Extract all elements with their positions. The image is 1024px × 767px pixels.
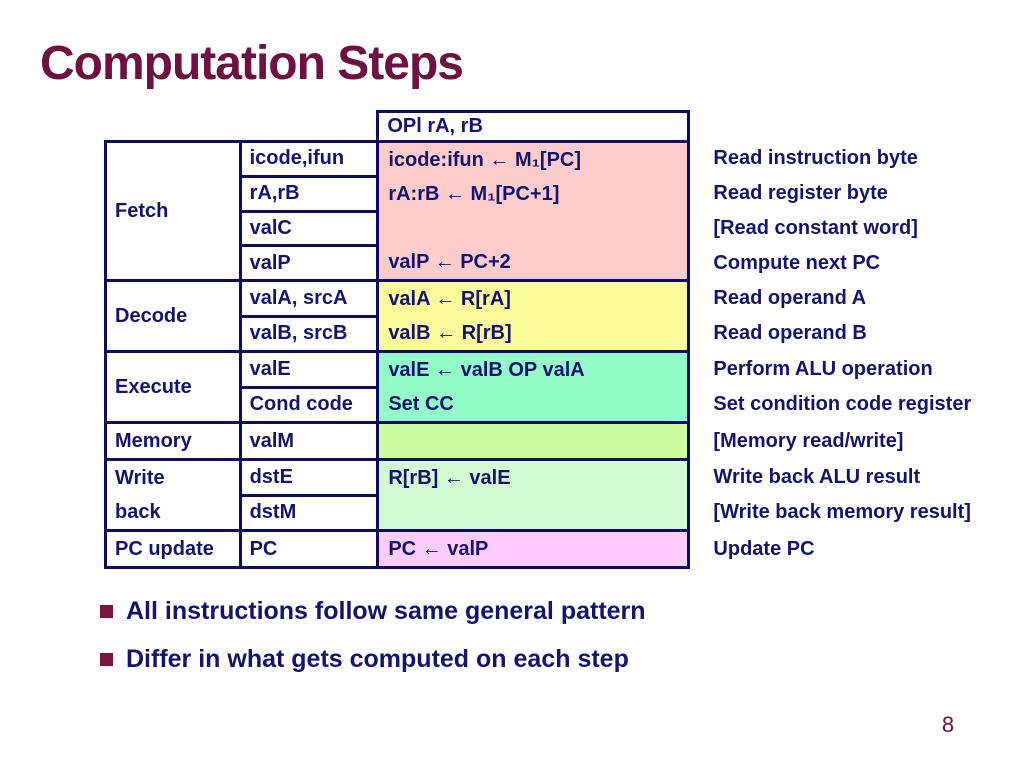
field-cell: icode,ifun xyxy=(238,140,380,178)
stage-cell-memory: Memory xyxy=(104,421,242,461)
description-cell: Read operand A xyxy=(713,286,867,309)
description-cell: Update PC xyxy=(713,537,815,560)
bullet-text: All instructions follow same general pat… xyxy=(126,597,646,625)
bullet-item: All instructions follow same general pat… xyxy=(100,597,646,626)
header-spacer xyxy=(240,112,378,142)
stage-cell-execute: Execute xyxy=(104,350,242,424)
field-cell: valM xyxy=(238,421,380,461)
computation-line: valE ← valB OP valA xyxy=(388,359,585,381)
stage-cell-fetch: Fetch xyxy=(104,140,242,282)
field-cell: valP xyxy=(238,244,380,282)
bullet-square-icon xyxy=(100,605,113,618)
computation-cell-write-back: R[rB] ← valE xyxy=(376,458,691,532)
description-cell: [Write back memory result] xyxy=(713,501,971,524)
computation-cell-execute: valE ← valB OP valA Set CC xyxy=(376,350,691,424)
bullet-item: Differ in what gets computed on each ste… xyxy=(100,645,629,674)
computation-line: Set CC xyxy=(388,393,454,415)
computation-line xyxy=(381,211,686,245)
computation-cell-fetch: icode:ifun ← M₁[PC] rA:rB ← M₁[PC+1] val… xyxy=(376,140,691,282)
description-cell: [Memory read/write] xyxy=(713,429,904,452)
bullet-square-icon xyxy=(100,653,113,666)
stage-cell-write-back: Write back xyxy=(104,458,242,532)
stage-cell-pc-update: PC update xyxy=(104,529,242,569)
field-cell: valB, srcB xyxy=(238,314,380,353)
page-number: 8 xyxy=(941,712,955,737)
field-cell: PC xyxy=(238,529,380,569)
computation-cell-decode: valA ← R[rA] valB ← R[rB] xyxy=(376,279,691,353)
field-cell: dstE xyxy=(238,458,380,497)
description-cell: Perform ALU operation xyxy=(713,357,933,380)
header-spacer xyxy=(689,112,1023,142)
description-cell: Write back ALU result xyxy=(713,465,921,488)
field-cell: Cond code xyxy=(238,385,380,424)
description-cell: Read instruction byte xyxy=(713,147,918,170)
bullet-text: Differ in what gets computed on each ste… xyxy=(126,645,629,673)
field-cell: valC xyxy=(238,209,380,248)
computation-line xyxy=(381,426,686,457)
computation-line xyxy=(381,495,686,528)
computation-cell-memory xyxy=(376,421,691,461)
computation-line: icode:ifun ← M₁[PC] xyxy=(388,149,582,171)
instruction-header-cell: OPl rA, rB xyxy=(376,110,691,143)
description-cell: Set condition code register xyxy=(713,393,972,416)
field-cell: rA,rB xyxy=(238,174,380,213)
description-cell: Read operand B xyxy=(713,322,867,345)
description-cell: Read register byte xyxy=(713,182,888,205)
stage-cell-decode: Decode xyxy=(104,279,242,353)
computation-line: PC ← valP xyxy=(388,538,489,560)
computation-cell-pc-update: PC ← valP xyxy=(376,529,691,569)
page-title: Computation Steps xyxy=(40,37,464,90)
computation-line: rA:rB ← M₁[PC+1] xyxy=(388,183,560,205)
header-spacer xyxy=(106,112,241,142)
description-cell: Compute next PC xyxy=(713,251,881,274)
field-cell: dstM xyxy=(238,493,380,532)
field-cell: valA, srcA xyxy=(238,279,380,318)
computation-line: valP ← PC+2 xyxy=(388,251,511,273)
computation-line: R[rB] ← valE xyxy=(388,467,511,489)
computation-line: valA ← R[rA] xyxy=(388,288,511,310)
computation-steps-table: OPl rA, rB Fetch icode,ifun icode:ifun ←… xyxy=(104,110,1024,569)
field-cell: valE xyxy=(238,350,380,389)
description-cell: [Read constant word] xyxy=(713,216,918,239)
computation-line: valB ← R[rB] xyxy=(388,322,512,344)
